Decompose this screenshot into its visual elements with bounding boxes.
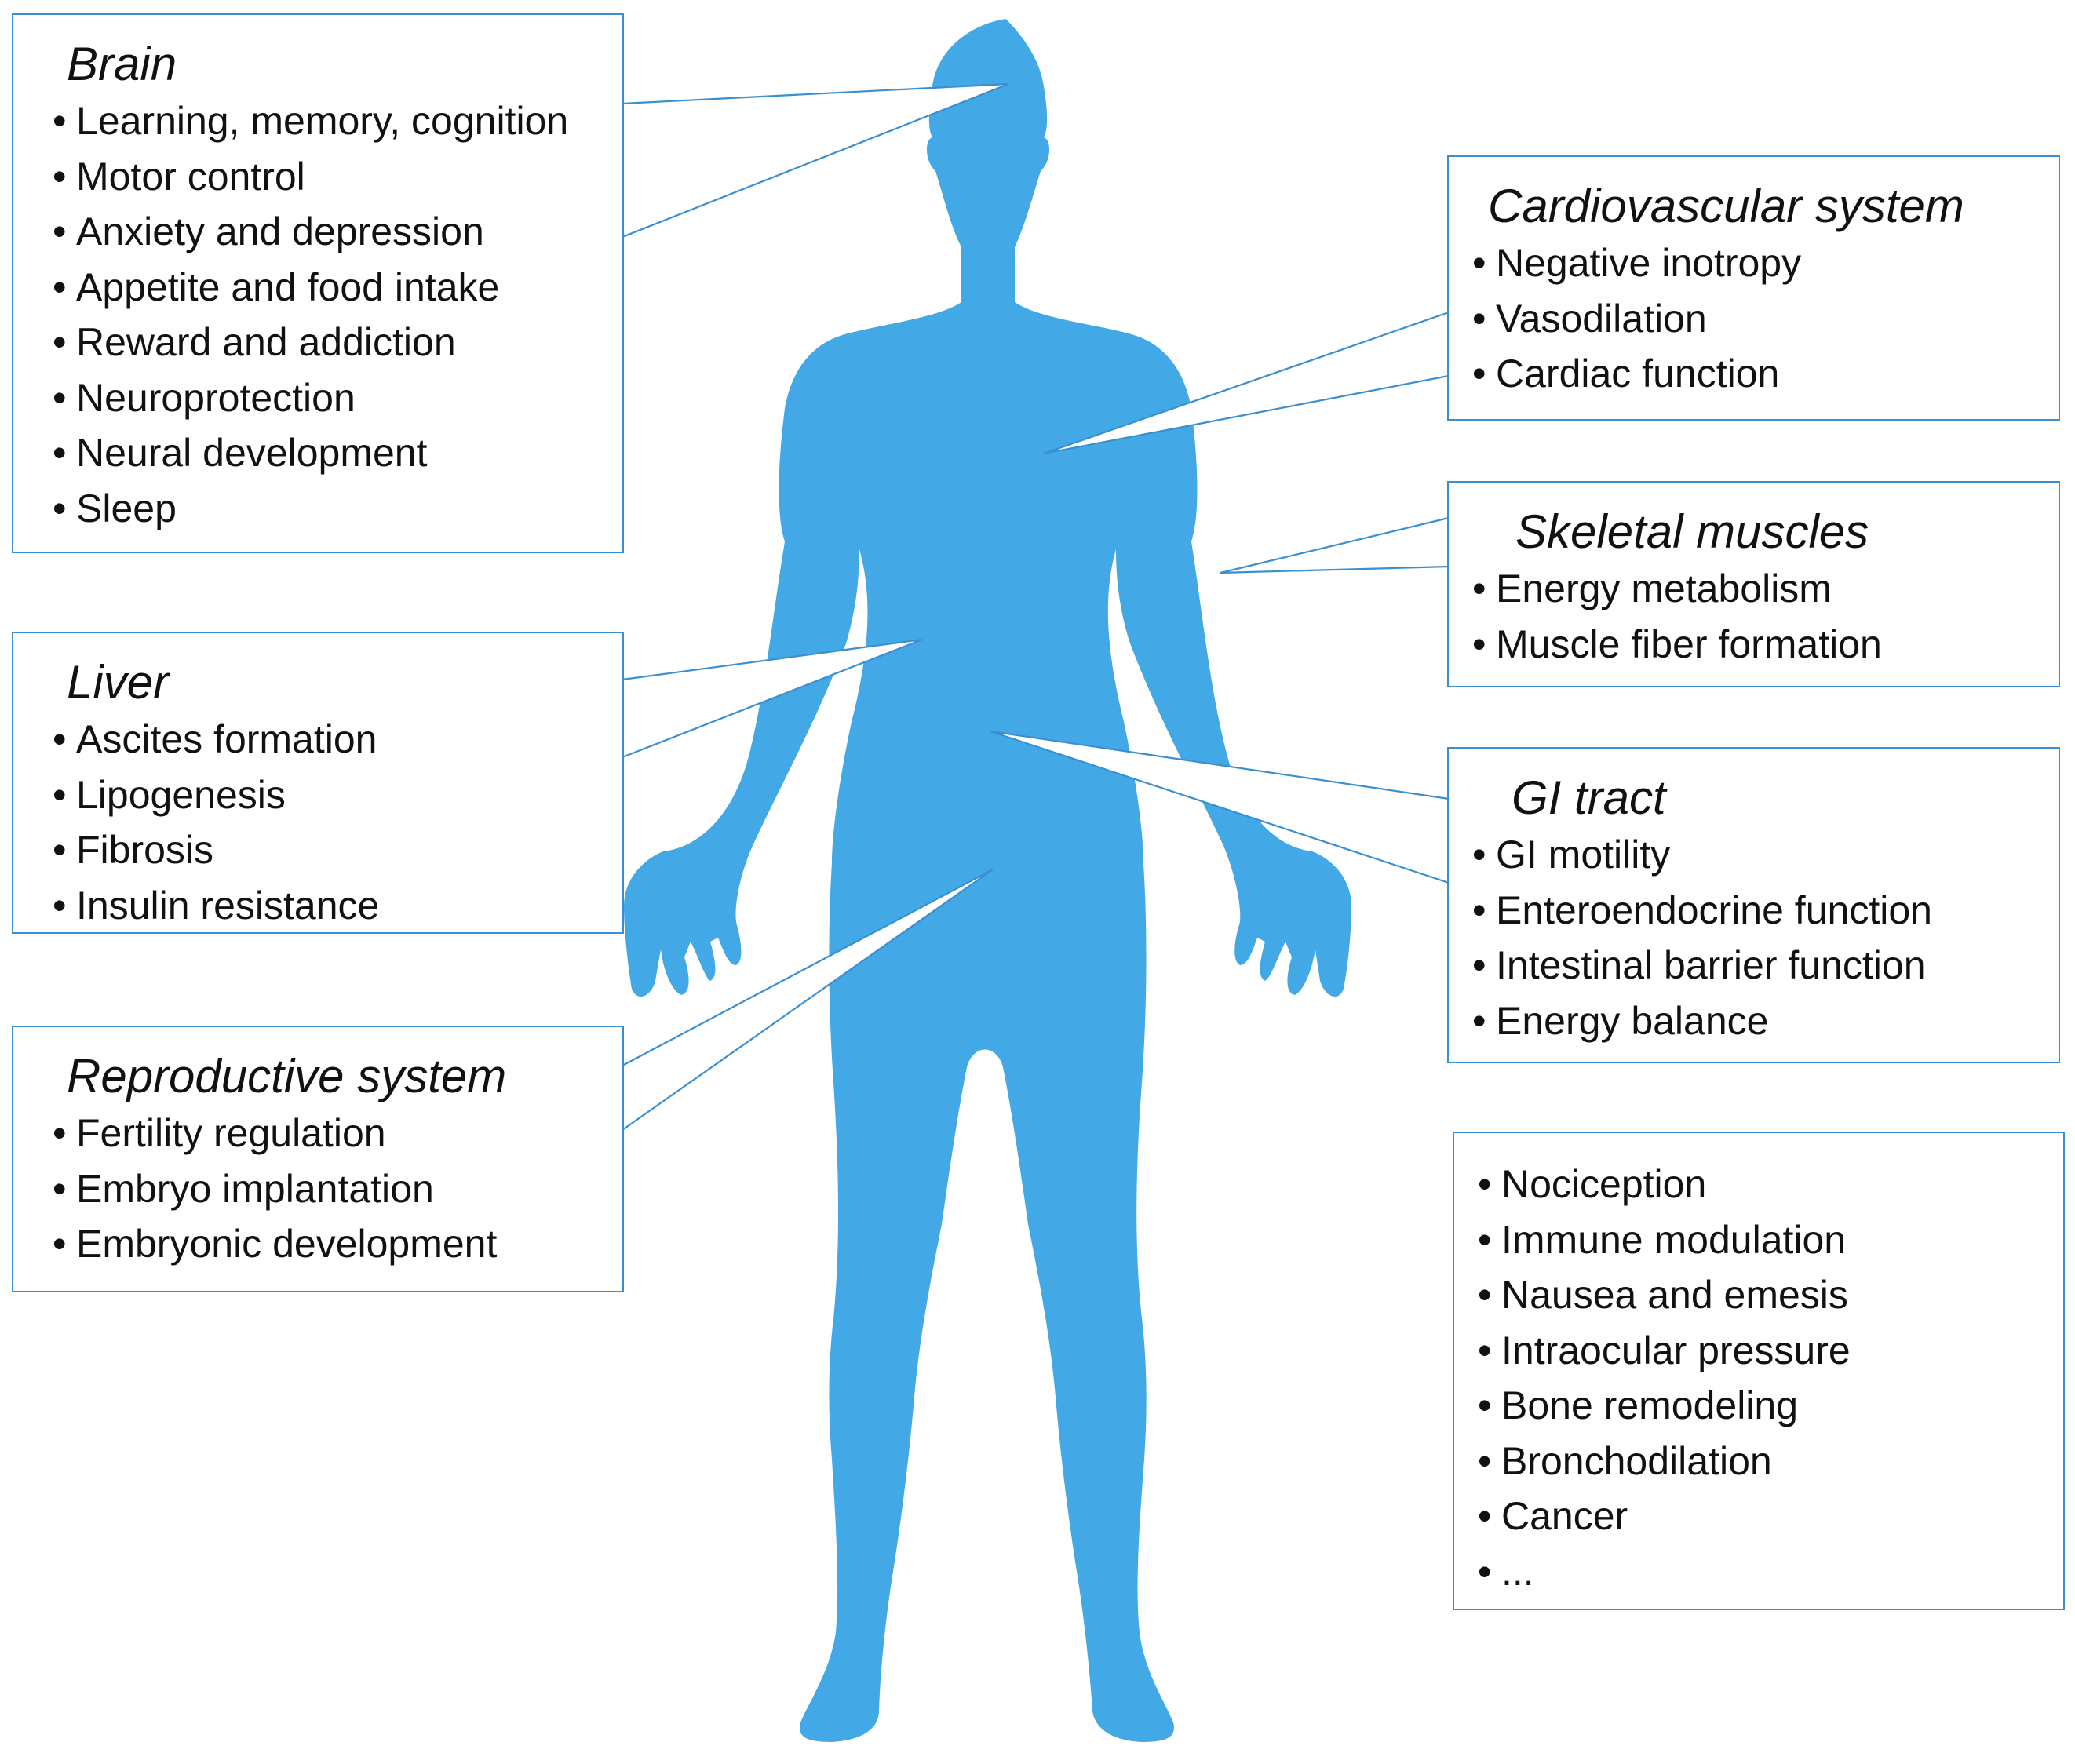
brain-box: Brain Learning, memory, cognition Motor … [12, 13, 624, 553]
list-item: Embryonic development [53, 1216, 622, 1272]
list-item: Nausea and emesis [1478, 1267, 2063, 1323]
cardiovascular-title: Cardiovascular system [1488, 180, 1964, 232]
brain-list: Learning, memory, cognition Motor contro… [53, 93, 622, 536]
gi-list: GI motility Enteroendocrine function Int… [1472, 827, 2059, 1048]
skeletal-callout [1220, 516, 1450, 574]
list-item: Learning, memory, cognition [53, 93, 622, 149]
human-body-silhouette-icon [624, 19, 1351, 1742]
cardiovascular-box: Cardiovascular system Negative inotropy … [1447, 155, 2060, 421]
list-item: Motor control [53, 149, 622, 205]
skeletal-list: Energy metabolism Muscle fiber formation [1472, 561, 2059, 672]
list-item: Energy balance [1472, 993, 2059, 1049]
list-item: Cancer [1478, 1489, 2063, 1544]
list-item: Intestinal barrier function [1472, 938, 2059, 993]
list-item: ... [1478, 1544, 2063, 1600]
list-item: Bronchodilation [1478, 1434, 2063, 1489]
list-item: Muscle fiber formation [1472, 617, 2059, 672]
reproductive-box: Reproductive system Fertility regulation… [12, 1026, 624, 1292]
cardiovascular-list: Negative inotropy Vasodilation Cardiac f… [1472, 235, 2059, 402]
liver-title: Liver [67, 656, 170, 709]
skeletal-box: Skeletal muscles Energy metabolism Muscl… [1447, 481, 2060, 687]
list-item: Enteroendocrine function [1472, 883, 2059, 938]
callout-lines [621, 82, 1450, 1132]
list-item: Fibrosis [53, 822, 622, 878]
reproductive-list: Fertility regulation Embryo implantation… [53, 1106, 622, 1272]
list-item: Sleep [53, 481, 622, 537]
list-item: Bone remodeling [1478, 1378, 2063, 1434]
list-item: Cardiac function [1472, 346, 2059, 402]
list-item: Appetite and food intake [53, 260, 622, 315]
list-item: Nociception [1478, 1157, 2063, 1212]
list-item: Energy metabolism [1472, 561, 2059, 617]
reproductive-title: Reproductive system [67, 1050, 507, 1102]
liver-list: Ascites formation Lipogenesis Fibrosis I… [53, 712, 622, 933]
list-item: Reward and addiction [53, 315, 622, 370]
gi-title: GI tract [1512, 771, 1666, 824]
list-item: Lipogenesis [53, 767, 622, 823]
other-list: Nociception Immune modulation Nausea and… [1478, 1157, 2063, 1599]
list-item: Vasodilation [1472, 291, 2059, 347]
list-item: Insulin resistance [53, 878, 622, 934]
liver-box: Liver Ascites formation Lipogenesis Fibr… [12, 632, 624, 934]
list-item: Immune modulation [1478, 1212, 2063, 1268]
other-box: Nociception Immune modulation Nausea and… [1453, 1132, 2065, 1610]
list-item: Embryo implantation [53, 1161, 622, 1217]
list-item: Negative inotropy [1472, 235, 2059, 291]
list-item: Anxiety and depression [53, 204, 622, 260]
list-item: GI motility [1472, 827, 2059, 883]
brain-title: Brain [67, 38, 177, 90]
human-body-silhouette [624, 19, 1351, 1742]
gi-box: GI tract GI motility Enteroendocrine fun… [1447, 747, 2060, 1063]
list-item: Neuroprotection [53, 370, 622, 426]
list-item: Intraocular pressure [1478, 1323, 2063, 1379]
list-item: Neural development [53, 425, 622, 481]
skeletal-title: Skeletal muscles [1515, 505, 1869, 558]
list-item: Ascites formation [53, 712, 622, 767]
list-item: Fertility regulation [53, 1106, 622, 1161]
